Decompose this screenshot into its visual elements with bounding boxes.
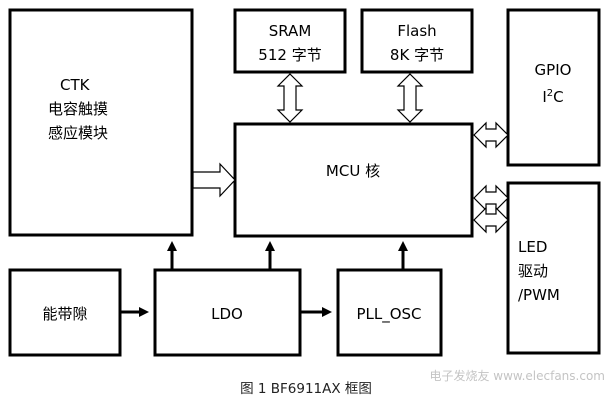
ctk-line2: 电容触摸 — [48, 100, 108, 118]
gpio-title: GPIO — [535, 61, 572, 79]
mcu-core-block: MCU 核 — [233, 122, 474, 238]
flash-block: Flash 8K 字节 — [360, 8, 474, 74]
pll-osc-label: PLL_OSC — [356, 305, 421, 324]
sram-title: SRAM — [269, 22, 312, 40]
gpio-i2c-main: I — [542, 88, 546, 106]
gpio-block: GPIO I2C — [506, 8, 601, 167]
bus-mcu-led-2 — [473, 206, 509, 234]
bandgap-block: 能带隙 — [8, 268, 122, 357]
ldo-block: LDO — [153, 268, 302, 357]
bus-mcu-led-1 — [473, 184, 509, 212]
watermark: 电子发烧友 www.elecfans.com — [429, 368, 605, 383]
led-line2: 驱动 — [518, 262, 548, 280]
mcu-core-label: MCU 核 — [326, 162, 380, 180]
pll-osc-block: PLL_OSC — [336, 268, 443, 357]
bus-flash-mcu — [396, 73, 424, 123]
led-title: LED — [518, 238, 547, 256]
ldo-label: LDO — [211, 305, 243, 323]
flash-size: 8K 字节 — [390, 46, 444, 64]
bus-mcu-gpio — [473, 121, 509, 149]
led-block: LED 驱动 /PWM — [506, 181, 601, 355]
gpio-i2c: I2C — [542, 88, 563, 106]
bandgap-label: 能带隙 — [42, 305, 87, 323]
ctk-block: CTK 电容触摸 感应模块 — [8, 8, 194, 237]
led-line3: /PWM — [518, 286, 560, 304]
figure-caption: 图 1 BF6911AX 框图 — [240, 381, 372, 397]
bus-sram-mcu — [276, 73, 304, 123]
flash-title: Flash — [397, 22, 436, 40]
sram-block: SRAM 512 字节 — [233, 8, 347, 74]
bus-ctk-to-mcu — [192, 162, 236, 198]
ctk-line3: 感应模块 — [48, 124, 108, 142]
gpio-i2c-sup: 2 — [547, 88, 553, 99]
ctk-title: CTK — [60, 76, 91, 94]
gpio-i2c-tail: C — [553, 88, 563, 106]
sram-size: 512 字节 — [258, 46, 321, 64]
